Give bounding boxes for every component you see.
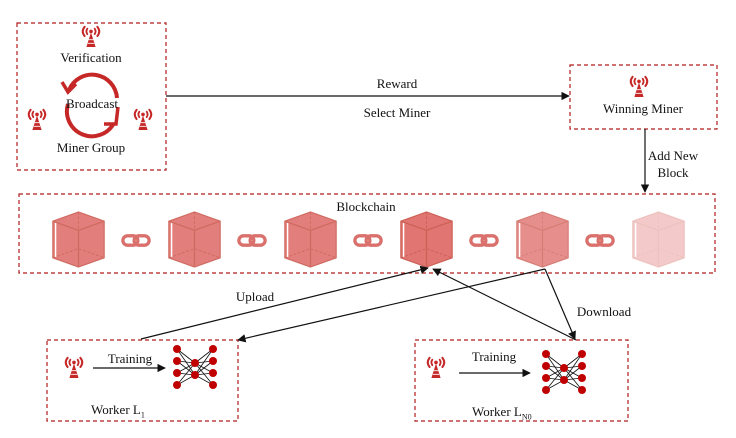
download-arrow-worker2	[544, 268, 576, 340]
winning-miner-label: Winning Miner	[603, 101, 683, 116]
blockchain-box	[18, 193, 716, 274]
upload-arrow-worker2	[432, 268, 577, 341]
chain-link-icon	[469, 234, 499, 247]
worker-name-text: Worker L	[472, 404, 522, 419]
neural-network-icon	[541, 349, 587, 395]
block-label: Block	[657, 165, 689, 180]
block-cube-icon	[168, 211, 221, 268]
add-new-label: Add New	[647, 148, 699, 163]
download-label: Download	[576, 304, 632, 319]
block-cube-icon	[632, 211, 685, 268]
worker-name-1: Worker L1	[91, 403, 145, 420]
antenna-icon	[27, 108, 47, 131]
download-arrow-worker1	[237, 268, 546, 343]
blockchain-label: Blockchain	[336, 199, 396, 214]
worker-box-2	[414, 339, 629, 422]
antenna-icon	[426, 356, 446, 379]
upload-label: Upload	[235, 289, 275, 304]
verification-label: Verification	[60, 50, 122, 65]
chain-link-icon	[353, 234, 383, 247]
neural-network-icon	[172, 344, 218, 390]
antenna-icon	[629, 75, 649, 98]
reward-label: Reward	[376, 76, 418, 91]
blockchain-chain	[52, 211, 685, 268]
block-cube-icon	[516, 211, 569, 268]
block-cube-icon	[400, 211, 453, 268]
winning-miner-box	[569, 64, 718, 130]
miner-group-box	[16, 22, 167, 171]
worker-name-2: Worker LN0	[472, 405, 532, 422]
upload-arrow-worker1	[140, 265, 429, 340]
miner-group-label: Miner Group	[56, 140, 126, 155]
training-label-2: Training	[471, 349, 517, 364]
broadcast-label: Broadcast	[66, 96, 118, 111]
refresh-cycle-icon	[60, 72, 120, 139]
worker-box-1	[46, 339, 239, 422]
select-miner-label: Select Miner	[363, 105, 431, 120]
antenna-icon	[64, 356, 84, 379]
antenna-icon	[133, 108, 153, 131]
worker-subscript: 1	[140, 410, 145, 420]
chain-link-icon	[585, 234, 615, 247]
worker-subscript: N0	[521, 412, 532, 422]
training-label-1: Training	[107, 351, 153, 366]
antenna-icon	[81, 25, 101, 48]
chain-link-icon	[237, 234, 267, 247]
chain-link-icon	[121, 234, 151, 247]
block-cube-icon	[52, 211, 105, 268]
block-cube-icon	[284, 211, 337, 268]
worker-name-text: Worker L	[91, 402, 141, 417]
